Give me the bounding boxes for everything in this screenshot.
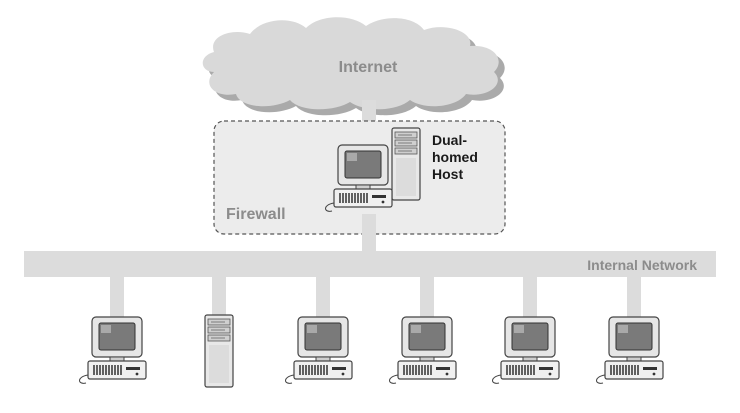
internal-network-bar [24, 251, 716, 277]
lan-drop [110, 277, 124, 317]
lan-workstation-2 [284, 316, 353, 385]
lan-workstation-3 [388, 316, 457, 385]
host-label-line2: homed [432, 149, 478, 165]
internal-network-label: Internal Network [587, 257, 697, 273]
host-label-line1: Dual- [432, 132, 467, 148]
firewall-label: Firewall [226, 206, 286, 223]
lan-drop [627, 277, 641, 317]
lan-tower-server [204, 314, 234, 388]
host-label-line3: Host [432, 166, 463, 182]
lan-workstation-4 [491, 316, 560, 385]
lan-drop [212, 277, 226, 315]
lan-workstation-1 [78, 316, 147, 385]
lan-drop [420, 277, 434, 317]
lan-workstation-5 [595, 316, 664, 385]
internet-label: Internet [339, 59, 398, 76]
internet-cloud [202, 17, 505, 116]
lan-drop [316, 277, 330, 317]
host-network-link [362, 214, 376, 254]
lan-drops [110, 277, 641, 317]
lan-drop [523, 277, 537, 317]
